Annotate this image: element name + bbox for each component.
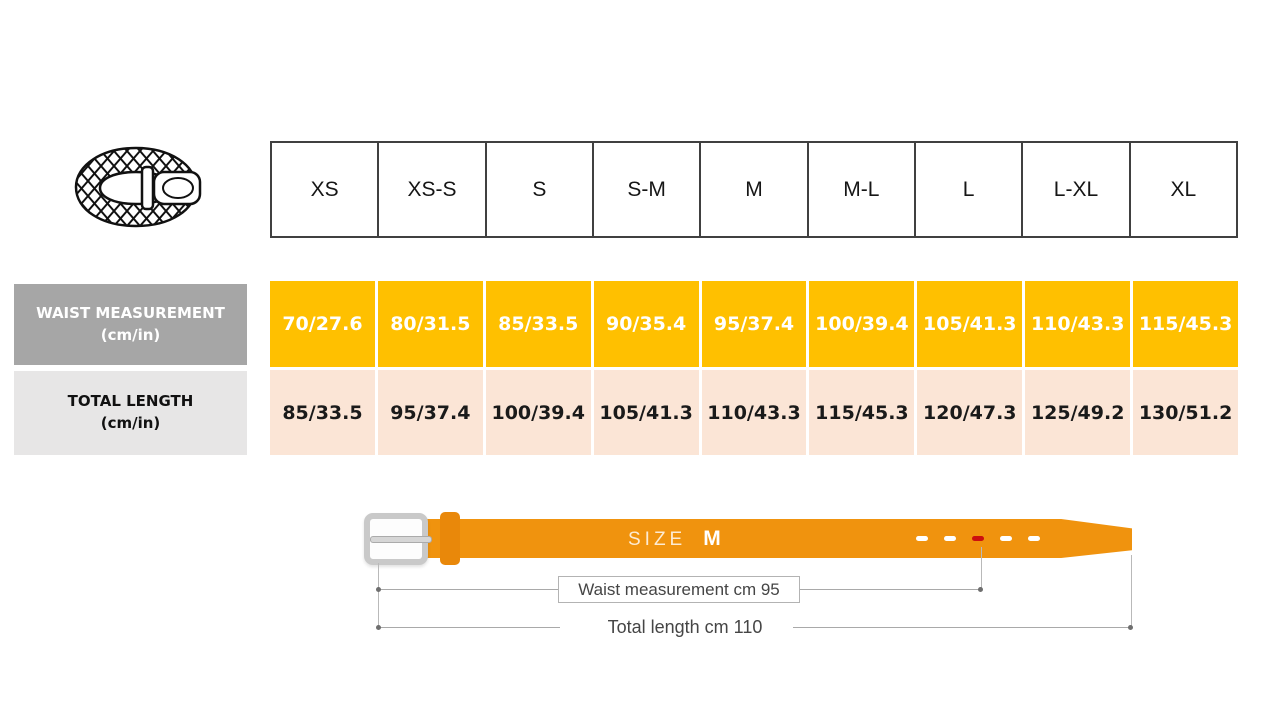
length-value-cell: 125/49.2 [1025, 370, 1131, 455]
size-label: SIZE [628, 529, 687, 550]
waist-value-cell: 100/39.4 [809, 281, 915, 367]
waist-value-cell: 85/33.5 [485, 281, 591, 367]
waist-value-cell: 95/37.4 [701, 281, 807, 367]
waist-measure-line [800, 589, 981, 590]
size-header-cell: L-XL [1023, 143, 1131, 236]
size-header-cell: XS-S [379, 143, 487, 236]
measure-endpoint-dot [376, 587, 381, 592]
belt-holes [916, 536, 1040, 541]
buckle-guide-line [378, 563, 379, 628]
tip-guide-line [1131, 555, 1132, 628]
length-row-label-line1: TOTAL LENGTH [67, 392, 194, 411]
belt-hole-icon [1000, 536, 1012, 541]
measure-endpoint-dot [978, 587, 983, 592]
length-value-cell: 85/33.5 [270, 370, 375, 455]
length-row-label-line2: (cm/in) [100, 414, 161, 432]
waist-row-label-line1: WAIST MEASUREMENT [36, 303, 225, 322]
length-row-label: TOTAL LENGTH (cm/in) [14, 371, 247, 455]
waist-value-cell: 70/27.6 [270, 281, 375, 367]
belt-buckle-prong [370, 536, 432, 543]
length-value-cell: 115/45.3 [809, 370, 915, 455]
waist-row-label: WAIST MEASUREMENT (cm/in) [14, 284, 247, 365]
waist-value-cell: 110/43.3 [1025, 281, 1131, 367]
belt-hole-icon [944, 536, 956, 541]
waist-value-cell: 105/41.3 [917, 281, 1023, 367]
length-value-cell: 130/51.2 [1133, 370, 1239, 455]
length-value-cell: 100/39.4 [485, 370, 591, 455]
belt-hole-icon [916, 536, 928, 541]
size-header-cell: S [487, 143, 594, 236]
measure-endpoint-dot [376, 625, 381, 630]
size-header-cell: M-L [809, 143, 916, 236]
measure-endpoint-dot [1128, 625, 1133, 630]
length-annotation-text: Total length cm 110 [607, 616, 763, 637]
belt-hole-selected-icon [972, 536, 984, 541]
size-header-cell: M [701, 143, 809, 236]
length-value-row: 85/33.5 95/37.4 100/39.4 105/41.3 110/43… [270, 370, 1239, 455]
waist-annotation-box: Waist measurement cm 95 [558, 576, 800, 603]
belt-keeper-loop [440, 512, 460, 565]
length-value-cell: 110/43.3 [701, 370, 807, 455]
size-header-cell: S-M [594, 143, 702, 236]
length-measure-line [378, 627, 560, 628]
belt-strap [424, 519, 1132, 558]
waist-value-row: 70/27.6 80/31.5 85/33.5 90/35.4 95/37.4 … [270, 281, 1239, 367]
waist-value-cell: 90/35.4 [593, 281, 699, 367]
hole-guide-line [981, 547, 982, 590]
size-header-cell: XS [272, 143, 380, 236]
length-value-cell: 95/37.4 [377, 370, 483, 455]
braided-belt-icon [62, 136, 214, 240]
waist-value-cell: 80/31.5 [377, 281, 483, 367]
belt-size-text: SIZE M [628, 527, 722, 551]
belt-hole-icon [1028, 536, 1040, 541]
waist-value-cell: 115/45.3 [1133, 281, 1239, 367]
length-value-cell: 105/41.3 [593, 370, 699, 455]
size-header-cell: XL [1170, 177, 1197, 201]
size-header-row: XS XS-S S S-M M M-L L L-XL XL [270, 141, 1238, 238]
length-value-cell: 120/47.3 [917, 370, 1023, 455]
waist-row-label-line2: (cm/in) [100, 325, 161, 344]
size-value: M [703, 527, 722, 550]
size-header-cell: L [916, 143, 1024, 236]
length-measure-line [793, 627, 1131, 628]
waist-measure-line [378, 589, 558, 590]
